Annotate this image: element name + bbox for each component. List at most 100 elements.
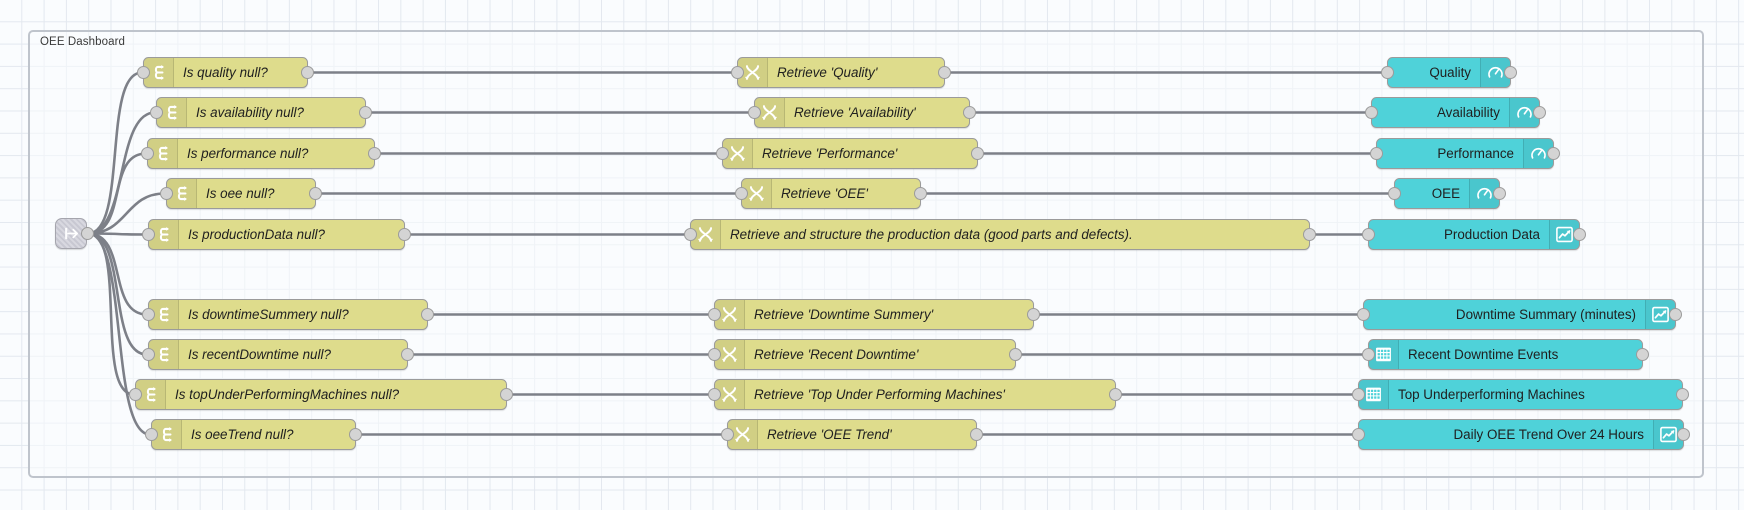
dashboard-node-output-port[interactable] xyxy=(1676,388,1689,401)
switch-branch-icon xyxy=(177,186,187,201)
change-node-output-port[interactable] xyxy=(938,66,951,79)
change-node-3[interactable]: Retrieve 'OEE' xyxy=(735,178,927,209)
dashboard-node-input-port[interactable] xyxy=(1352,428,1365,441)
switch-node-output-port[interactable] xyxy=(421,308,434,321)
dashboard-node-output-port[interactable] xyxy=(1547,147,1560,160)
table-grid-icon xyxy=(1366,387,1381,402)
switch-node-output-port[interactable] xyxy=(398,228,411,241)
change-node-input-port[interactable] xyxy=(748,106,761,119)
change-swap-icon xyxy=(734,427,751,442)
switch-branch-icon xyxy=(158,146,168,161)
change-node-output-port[interactable] xyxy=(1303,228,1316,241)
dashboard-node-input-port[interactable] xyxy=(1370,147,1383,160)
change-node-input-port[interactable] xyxy=(684,228,697,241)
switch-node-label: Is recentDowntime null? xyxy=(188,347,331,362)
change-node-input-port[interactable] xyxy=(708,348,721,361)
change-node-output-port[interactable] xyxy=(970,428,983,441)
switch-node-output-port[interactable] xyxy=(309,187,322,200)
source-output-port[interactable] xyxy=(81,227,94,240)
dashboard-node-input-port[interactable] xyxy=(1362,228,1375,241)
switch-node-input-port[interactable] xyxy=(137,66,150,79)
switch-node-2[interactable]: Is performance null? xyxy=(141,138,381,169)
dashboard-node-8[interactable]: Daily OEE Trend Over 24 Hours xyxy=(1352,419,1690,450)
change-node-4[interactable]: Retrieve and structure the production da… xyxy=(684,219,1316,250)
switch-node-output-port[interactable] xyxy=(349,428,362,441)
change-node-input-port[interactable] xyxy=(708,388,721,401)
dashboard-node-1[interactable]: Availability xyxy=(1365,97,1546,128)
change-node-input-port[interactable] xyxy=(708,308,721,321)
change-node-output-port[interactable] xyxy=(914,187,927,200)
switch-node-output-port[interactable] xyxy=(359,106,372,119)
switch-node-output-port[interactable] xyxy=(368,147,381,160)
change-node-input-port[interactable] xyxy=(731,66,744,79)
switch-node-0[interactable]: Is quality null? xyxy=(137,57,314,88)
change-node-output-port[interactable] xyxy=(1027,308,1040,321)
change-node-label: Retrieve 'OEE' xyxy=(781,186,868,201)
switch-node-input-port[interactable] xyxy=(141,147,154,160)
switch-node-input-port[interactable] xyxy=(129,388,142,401)
change-node-output-port[interactable] xyxy=(971,147,984,160)
change-node-output-port[interactable] xyxy=(1009,348,1022,361)
switch-node-input-port[interactable] xyxy=(150,106,163,119)
change-swap-icon-tray xyxy=(691,220,721,249)
switch-node-input-port[interactable] xyxy=(142,308,155,321)
change-node-input-port[interactable] xyxy=(721,428,734,441)
dashboard-node-output-port[interactable] xyxy=(1677,428,1690,441)
switch-node-3[interactable]: Is oee null? xyxy=(160,178,322,209)
dashboard-node-input-port[interactable] xyxy=(1381,66,1394,79)
dashboard-node-3[interactable]: OEE xyxy=(1388,178,1506,209)
switch-node-5[interactable]: Is downtimeSummery null? xyxy=(142,299,434,330)
dashboard-node-input-port[interactable] xyxy=(1362,348,1375,361)
dashboard-node-6[interactable]: Recent Downtime Events xyxy=(1362,339,1649,370)
dashboard-node-input-port[interactable] xyxy=(1365,106,1378,119)
change-node-1[interactable]: Retrieve 'Availability' xyxy=(748,97,976,128)
switch-node-input-port[interactable] xyxy=(145,428,158,441)
change-node-2[interactable]: Retrieve 'Performance' xyxy=(716,138,984,169)
line-chart-icon xyxy=(1652,306,1669,323)
switch-node-output-port[interactable] xyxy=(301,66,314,79)
change-node-output-port[interactable] xyxy=(963,106,976,119)
dashboard-node-input-port[interactable] xyxy=(1388,187,1401,200)
change-node-0[interactable]: Retrieve 'Quality' xyxy=(731,57,951,88)
dashboard-node-label: Availability xyxy=(1436,105,1500,120)
change-node-input-port[interactable] xyxy=(735,187,748,200)
switch-node-output-port[interactable] xyxy=(401,348,414,361)
switch-node-7[interactable]: Is topUnderPerformingMachines null? xyxy=(129,379,513,410)
change-node-8[interactable]: Retrieve 'OEE Trend' xyxy=(721,419,983,450)
dashboard-node-input-port[interactable] xyxy=(1352,388,1365,401)
change-swap-icon xyxy=(744,65,761,80)
switch-node-input-port[interactable] xyxy=(142,228,155,241)
dashboard-node-2[interactable]: Performance xyxy=(1370,138,1560,169)
link-out-arrow-icon xyxy=(64,227,78,240)
dashboard-node-input-port[interactable] xyxy=(1357,308,1370,321)
dashboard-node-4[interactable]: Production Data xyxy=(1362,219,1586,250)
dashboard-node-output-port[interactable] xyxy=(1573,228,1586,241)
switch-node-8[interactable]: Is oeeTrend null? xyxy=(145,419,362,450)
switch-node-label: Is downtimeSummery null? xyxy=(188,307,349,322)
switch-node-1[interactable]: Is availability null? xyxy=(150,97,372,128)
switch-node-6[interactable]: Is recentDowntime null? xyxy=(142,339,414,370)
dashboard-node-output-port[interactable] xyxy=(1533,106,1546,119)
switch-node-label: Is quality null? xyxy=(183,65,268,80)
dashboard-node-5[interactable]: Downtime Summary (minutes) xyxy=(1357,299,1682,330)
change-swap-icon xyxy=(761,105,778,120)
dashboard-node-output-port[interactable] xyxy=(1636,348,1649,361)
change-node-5[interactable]: Retrieve 'Downtime Summery' xyxy=(708,299,1040,330)
dashboard-node-output-port[interactable] xyxy=(1669,308,1682,321)
change-node-input-port[interactable] xyxy=(716,147,729,160)
inject-source-node[interactable] xyxy=(55,218,94,249)
switch-node-input-port[interactable] xyxy=(142,348,155,361)
dashboard-node-output-port[interactable] xyxy=(1504,66,1517,79)
change-node-7[interactable]: Retrieve 'Top Under Performing Machines' xyxy=(708,379,1122,410)
dashboard-node-7[interactable]: Top Underperforming Machines xyxy=(1352,379,1689,410)
change-node-label: Retrieve 'Downtime Summery' xyxy=(754,307,934,322)
change-node-6[interactable]: Retrieve 'Recent Downtime' xyxy=(708,339,1022,370)
switch-node-output-port[interactable] xyxy=(500,388,513,401)
change-node-output-port[interactable] xyxy=(1109,388,1122,401)
switch-node-4[interactable]: Is productionData null? xyxy=(142,219,411,250)
switch-node-input-port[interactable] xyxy=(160,187,173,200)
dashboard-node-output-port[interactable] xyxy=(1493,187,1506,200)
dashboard-node-label: Top Underperforming Machines xyxy=(1398,387,1585,402)
dashboard-node-0[interactable]: Quality xyxy=(1381,57,1517,88)
